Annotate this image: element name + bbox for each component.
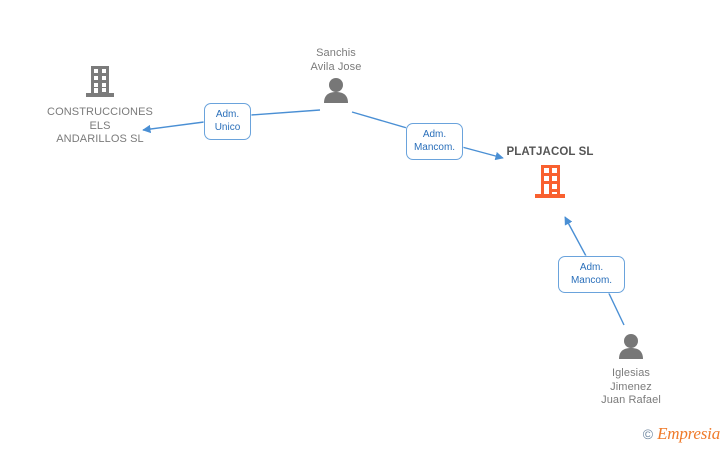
brand-name: Empresia <box>657 424 720 443</box>
copyright-icon: © <box>642 426 654 442</box>
building-icon <box>534 163 566 204</box>
node-person-iglesias-jimenez-juan-rafael[interactable]: Iglesias Jimenez Juan Rafael <box>561 333 701 408</box>
node-label-sanchis-avila-jose: Sanchis Avila Jose <box>310 47 362 73</box>
person-icon <box>322 77 350 108</box>
building-icon <box>85 64 115 103</box>
relation-chip-adm-mancom-upper[interactable]: Adm. Mancom. <box>406 123 463 160</box>
relation-chip-adm-unico[interactable]: Adm. Unico <box>204 103 251 140</box>
person-icon <box>617 333 645 364</box>
node-company-construcciones[interactable]: CONSTRUCCIONES ELS ANDARILLOS SL <box>30 64 170 147</box>
empresia-watermark: © Empresia <box>643 424 720 444</box>
node-label-platjacol: PLATJACOL SL <box>506 146 594 158</box>
relation-chip-adm-mancom-lower[interactable]: Adm. Mancom. <box>558 256 625 293</box>
edge-adm-mancom-lower-to-platjacol <box>564 216 587 257</box>
edge-sanchis-to-adm-mancom-upper <box>351 111 408 129</box>
node-label-construcciones: CONSTRUCCIONES ELS ANDARILLOS SL <box>47 106 153 145</box>
node-person-sanchis-avila-jose[interactable]: Sanchis Avila Jose <box>266 47 406 108</box>
edge-sanchis-to-adm-unico <box>250 109 321 116</box>
node-company-platjacol[interactable]: PLATJACOL SL <box>480 146 620 204</box>
node-label-iglesias-jimenez-juan-rafael: Iglesias Jimenez Juan Rafael <box>601 367 661 406</box>
